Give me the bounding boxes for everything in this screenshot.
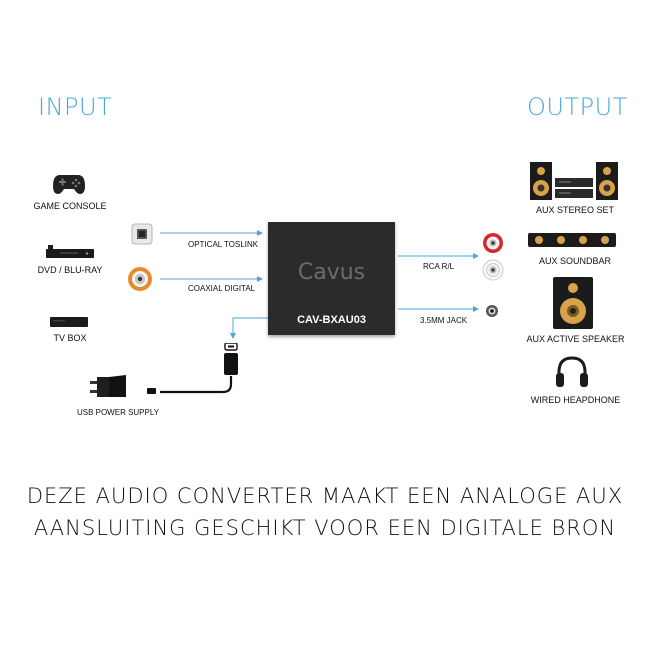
game-controller-icon [52,172,86,196]
usb-cable [160,376,233,394]
headphones-icon [555,355,589,389]
optical-toslink-label: OPTICAL TOSLINK [188,240,259,249]
tagline-line-2: AANSLUITING GESCHIKT VOOR EEN DIGITALE B… [33,516,617,540]
active-speaker-label: AUX ACTIVE SPEAKER [526,334,625,344]
soundbar-label: AUX SOUNDBAR [538,256,611,266]
stereo-set-label: AUX STEREO SET [535,205,615,215]
game-console-label: GAME CONSOLE [33,201,107,211]
output-heading: OUTPUT [527,93,628,121]
tv-box-label: TV BOX [53,333,87,343]
headphone-jack-icon [485,304,499,318]
device-model: CAV-BXAU03 [297,314,366,326]
input-heading: INPUT [38,93,113,121]
tv-box-icon [50,315,88,327]
dvd-bluray-label: DVD / BLU-RAY [37,265,103,275]
rca-label: RCA R/L [423,262,455,271]
tagline-line-1: DEZE AUDIO CONVERTER MAAKT EEN ANALOGE A… [26,484,624,508]
headphone-label: WIRED HEAPDHONE [530,395,621,405]
coaxial-port-icon [127,266,153,292]
usb-power-supply-label: USB POWER SUPPLY [76,408,160,417]
speaker-icon [553,277,593,329]
jack-label: 3.5MM JACK [420,316,468,325]
optical-port-icon [131,223,153,245]
stereo-set-icon [530,162,618,200]
micro-usb-plug-icon [223,342,239,379]
power-arrow [230,317,268,339]
dvd-player-icon [46,245,94,259]
rca-ports-icon [482,232,504,282]
coaxial-digital-label: COAXIAL DIGITAL [188,284,256,293]
device-brand: Cavus [297,260,366,285]
soundbar-icon [528,233,616,247]
converter-device: Cavus CAV-BXAU03 [268,222,395,335]
usb-power-adapter-icon [90,375,160,403]
